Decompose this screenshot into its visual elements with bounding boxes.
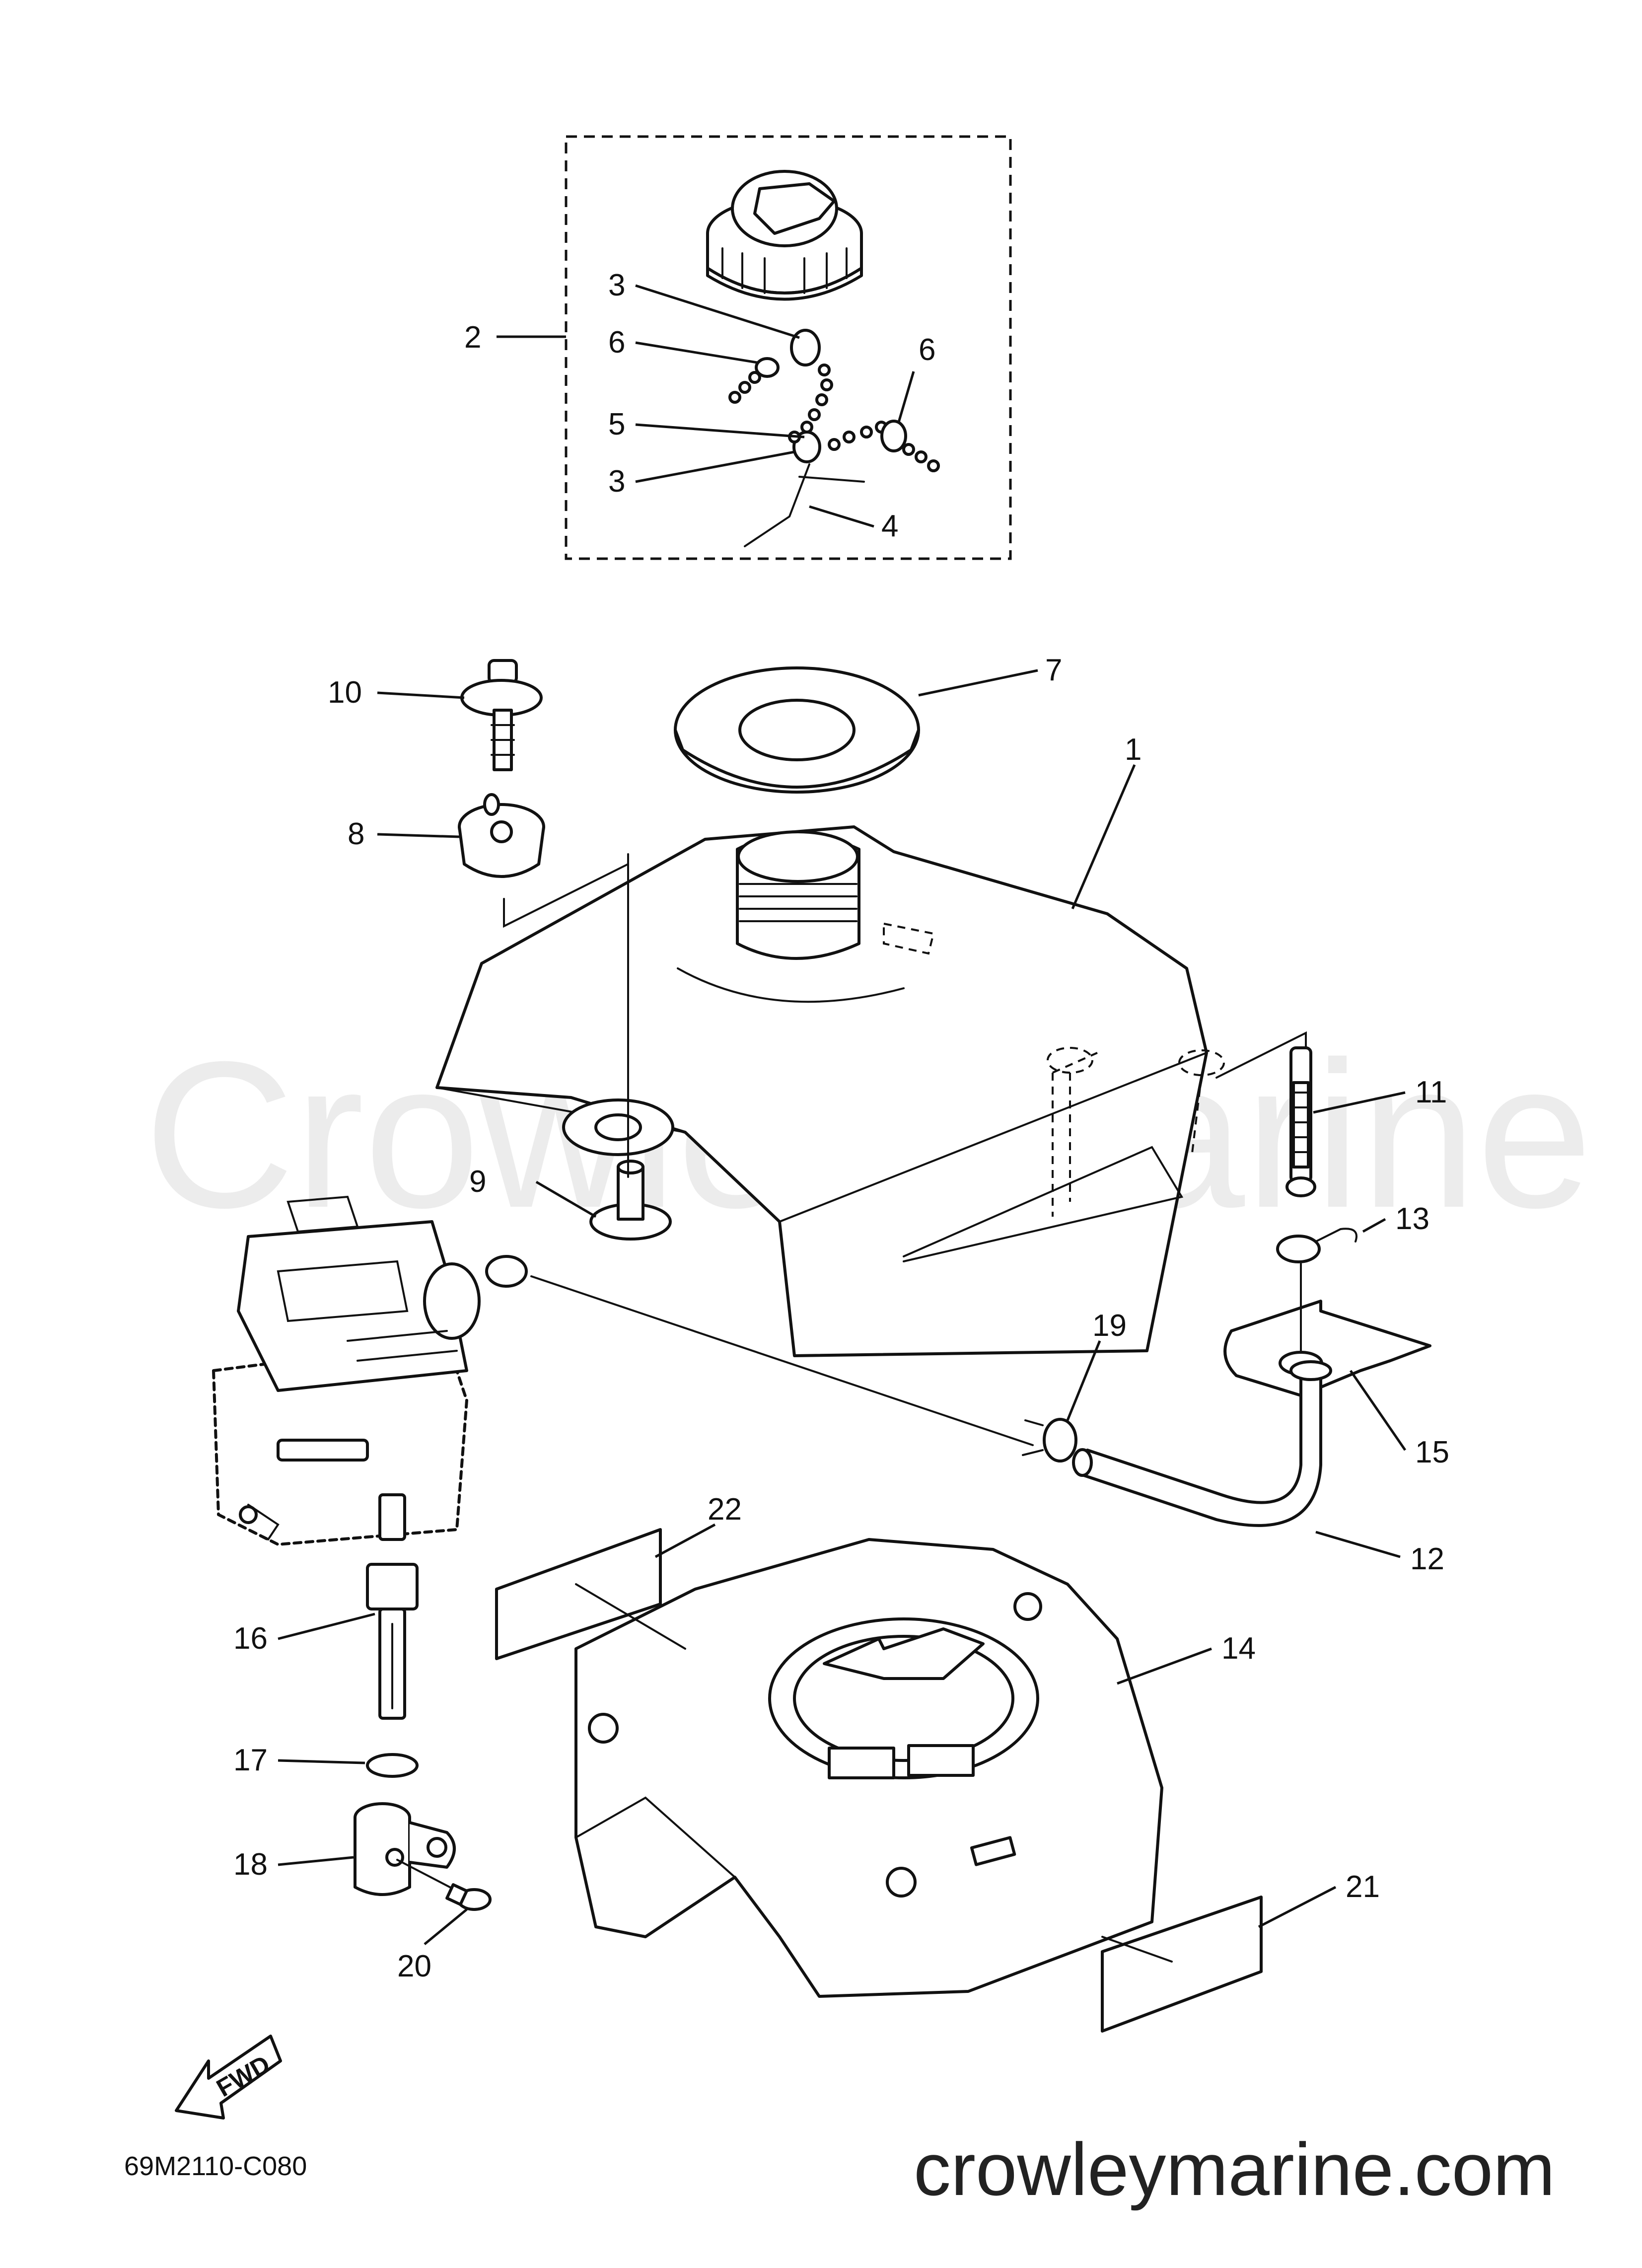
callout-15: 15 (1415, 1435, 1449, 1469)
callout-22: 22 (708, 1492, 742, 1527)
collar (589, 1160, 672, 1241)
tank-base (574, 1538, 1163, 1998)
cock-holder (354, 1802, 456, 1896)
o-ring (366, 1753, 419, 1778)
fuel-cap (706, 170, 863, 301)
label-21 (1101, 1896, 1263, 2033)
grommet (674, 666, 920, 794)
chain-parts (728, 329, 940, 547)
callout-1: 1 (1125, 732, 1142, 767)
label-22-guide (575, 1583, 686, 1650)
label-22 (495, 1528, 662, 1660)
callout-21: 21 (1346, 1870, 1380, 1904)
callout-2: 2 (464, 320, 481, 355)
callout-19: 20 (397, 1949, 431, 1983)
callout-11: 11 (1415, 1075, 1447, 1109)
callout-3b: 3 (608, 464, 625, 499)
callout-4: 4 (881, 509, 898, 543)
cap-assembly-box (565, 135, 1012, 560)
callout-7: 7 (1045, 653, 1062, 687)
mount-guide-bracket (503, 863, 629, 928)
callout-3a: 3 (608, 268, 625, 302)
fuel-tank (435, 825, 1225, 1357)
callout-6a: 6 (608, 325, 625, 360)
hose-clip (1276, 1228, 1357, 1263)
diagram-code: 69M2110-C080 (124, 2151, 307, 2181)
damper (458, 793, 545, 878)
callout-16: 16 (233, 1621, 268, 1656)
carb-hose-guide-line (530, 1275, 1034, 1446)
callout-6b: 6 (919, 333, 935, 367)
site-url: crowleymarine.com (914, 2127, 1555, 2211)
callout-18: 18 (233, 1847, 268, 1882)
screw (396, 1859, 492, 1911)
callout-12: 12 (1410, 1542, 1444, 1576)
callout-17: 17 (233, 1743, 268, 1777)
callout-5: 5 (608, 407, 625, 441)
strainer (1285, 1046, 1316, 1197)
clip (1022, 1418, 1077, 1463)
bolt (460, 659, 543, 771)
leader-lines (278, 284, 1407, 1945)
fwd-arrow: FWD (175, 2035, 282, 2120)
callout-numbers: 2 3 6 6 5 3 4 7 10 8 1 11 9 13 19 15 12 … (233, 268, 1449, 1983)
callout-14: 14 (1221, 1631, 1256, 1666)
callout-8: 8 (348, 817, 364, 851)
fuel-cock-lever (366, 1493, 419, 1720)
callout-9: 9 (469, 1165, 486, 1199)
fuel-hose (1072, 1360, 1332, 1527)
label-21-guide (1101, 1936, 1173, 1963)
carburetor (212, 1195, 528, 1546)
callout-13: 13 (1395, 1202, 1429, 1236)
callout-10: 10 (328, 675, 362, 710)
callout-20: 19 (1092, 1309, 1127, 1343)
